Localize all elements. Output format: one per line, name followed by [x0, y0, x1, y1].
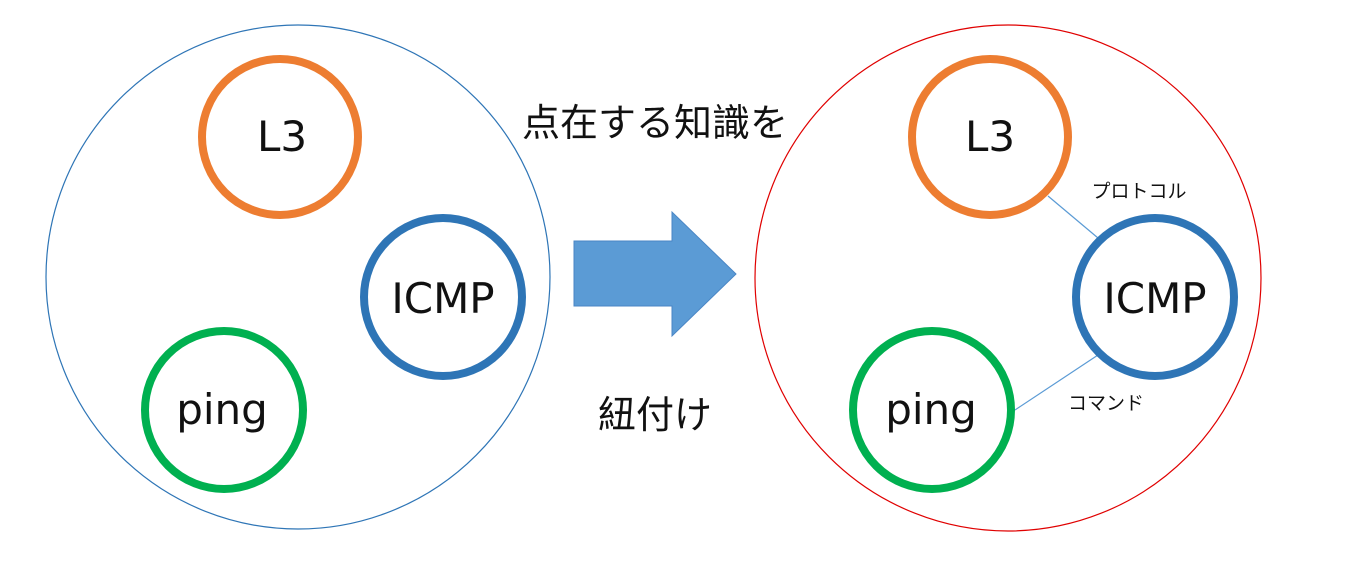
edge-ping-icmp: [1014, 354, 1099, 411]
left-node-l3-circle: [198, 55, 362, 219]
edge-label-protocol: プロトコル: [1091, 180, 1187, 203]
right-node-ping-circle: [849, 327, 1015, 493]
right-node-icmp-label: ICMP: [1103, 274, 1207, 323]
edge-l3-icmp: [1047, 195, 1099, 239]
top-caption: 点在する知識を: [521, 101, 789, 145]
right-boundary-circle: [754, 24, 1262, 532]
right-node-icmp-circle: [1072, 214, 1238, 380]
right-node-ping-label: ping: [885, 385, 977, 434]
bottom-caption: 紐付け: [597, 393, 713, 437]
left-node-ping-label: ping: [176, 385, 268, 434]
right-node-l3-label: L3: [964, 112, 1016, 161]
edge-label-command: コマンド: [1067, 392, 1145, 415]
left-node-l3-label: L3: [256, 112, 308, 161]
right-node-l3-circle: [908, 55, 1072, 219]
left-node-icmp-circle: [360, 214, 526, 380]
left-node-ping-circle: [141, 327, 307, 493]
left-node-icmp-label: ICMP: [391, 274, 495, 323]
left-boundary-circle: [45, 24, 551, 530]
right-arrow: [573, 210, 737, 338]
